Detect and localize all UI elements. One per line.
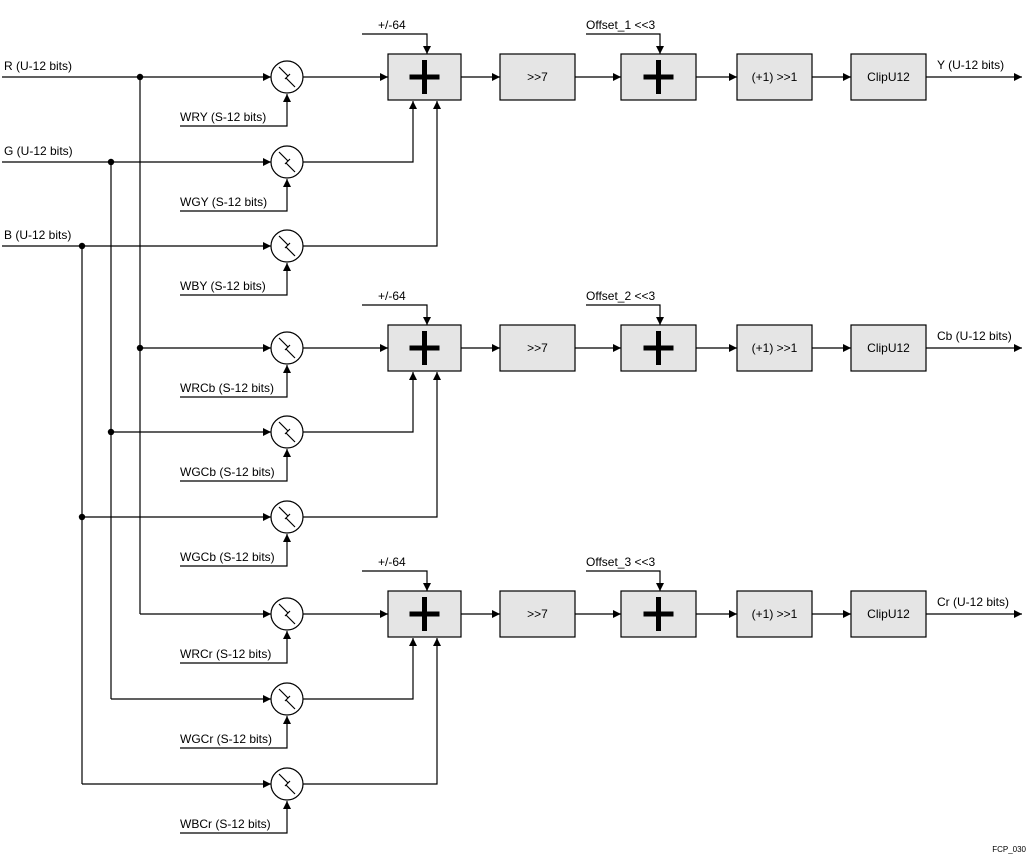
multiplier-node (270, 500, 304, 534)
signal-wires (2, 33, 1022, 834)
weight-label: WGCr (S-12 bits) (180, 732, 272, 746)
weight-label: WRY (S-12 bits) (180, 110, 266, 124)
weight-feed-line (180, 263, 291, 296)
multiplier-node (270, 60, 304, 94)
multiplier-node (270, 597, 304, 631)
clip-block-box (850, 590, 927, 638)
output-label: Y (U-12 bits) (937, 58, 1004, 72)
multiply-icon (278, 151, 296, 173)
bias-line (362, 570, 431, 591)
offset-label: Offset_2 <<3 (586, 289, 655, 303)
multiplier-node (270, 767, 304, 801)
offset-label: Offset_1 <<3 (586, 18, 655, 32)
weight-feed-line (180, 94, 291, 127)
multiply-icon (278, 506, 296, 528)
multiply-icon (278, 688, 296, 710)
product-line (303, 101, 441, 247)
weight-feed-line (180, 365, 291, 398)
weight-label: WBY (S-12 bits) (180, 279, 266, 293)
shift-block-label: >>7 (527, 70, 548, 84)
weight-label: WGCb (S-12 bits) (180, 550, 275, 564)
shift-block-label: >>7 (527, 341, 548, 355)
bias-line (362, 33, 431, 54)
clip-block-label: ClipU12 (867, 341, 910, 355)
output-label: Cr (U-12 bits) (937, 595, 1009, 609)
product-line (303, 101, 417, 163)
junction-dot (78, 513, 86, 521)
bias-label: +/-64 (378, 289, 406, 303)
round-block-box (736, 53, 813, 101)
multiplier-node (270, 682, 304, 716)
multiply-icon (278, 421, 296, 443)
product-line (303, 372, 417, 433)
multiplier-node (270, 415, 304, 449)
round-block-box (736, 590, 813, 638)
adder-block (620, 53, 697, 101)
bias-line (362, 304, 431, 325)
shift-block-box (499, 53, 576, 101)
adder-block (620, 324, 697, 372)
offset-line (586, 570, 664, 591)
diagram-labels: R (U-12 bits) G (U-12 bits) B (U-12 bits) W… (4, 18, 1027, 854)
weight-feed-line (180, 179, 291, 212)
multiply-icon (278, 603, 296, 625)
input-label-g: G (U-12 bits) (4, 144, 73, 158)
shift-block-box (499, 590, 576, 638)
weight-label: WGCb (S-12 bits) (180, 465, 275, 479)
weight-feed-line (180, 801, 291, 834)
bias-label: +/-64 (378, 555, 406, 569)
weight-label: WRCr (S-12 bits) (180, 647, 271, 661)
adder-block (387, 590, 462, 638)
offset-line (586, 33, 664, 54)
output-label: Cb (U-12 bits) (937, 329, 1012, 343)
weight-label: WGY (S-12 bits) (180, 195, 267, 209)
multiplier-node (270, 145, 304, 179)
multiplier-node (270, 331, 304, 365)
input-label-r: R (U-12 bits) (4, 59, 72, 73)
clip-block-label: ClipU12 (867, 607, 910, 621)
multiply-icon (278, 66, 296, 88)
multiply-icon (278, 235, 296, 257)
shift-block-label: >>7 (527, 607, 548, 621)
multiply-icon (278, 773, 296, 795)
round-block-label: (+1) >>1 (752, 607, 798, 621)
multiply-icon (278, 337, 296, 359)
input-label-b: B (U-12 bits) (4, 228, 71, 242)
weight-label: WBCr (S-12 bits) (180, 817, 271, 831)
shift-block-box (499, 324, 576, 372)
junction-dot (136, 73, 144, 81)
junction-dot (107, 428, 115, 436)
clip-block-box (850, 324, 927, 372)
figure-id: FCP_030 (992, 845, 1026, 854)
round-block-label: (+1) >>1 (752, 341, 798, 355)
diagram-blocks (78, 53, 927, 801)
round-block-label: (+1) >>1 (752, 70, 798, 84)
adder-block (620, 590, 697, 638)
round-block-box (736, 324, 813, 372)
product-line (303, 638, 417, 700)
clip-block-label: ClipU12 (867, 70, 910, 84)
product-line (303, 372, 441, 518)
offset-line (586, 304, 664, 325)
product-line (303, 638, 441, 785)
weight-label: WRCb (S-12 bits) (180, 381, 274, 395)
weight-feed-line (180, 449, 291, 482)
bias-label: +/-64 (378, 18, 406, 32)
adder-block (387, 53, 462, 101)
weight-feed-line (180, 631, 291, 664)
junction-dot (107, 158, 115, 166)
weight-feed-line (180, 534, 291, 567)
junction-dot (136, 344, 144, 352)
adder-block (387, 324, 462, 372)
weight-feed-line (180, 716, 291, 749)
clip-block-box (850, 53, 927, 101)
junction-dot (78, 242, 86, 250)
offset-label: Offset_3 <<3 (586, 555, 655, 569)
multiplier-node (270, 229, 304, 263)
